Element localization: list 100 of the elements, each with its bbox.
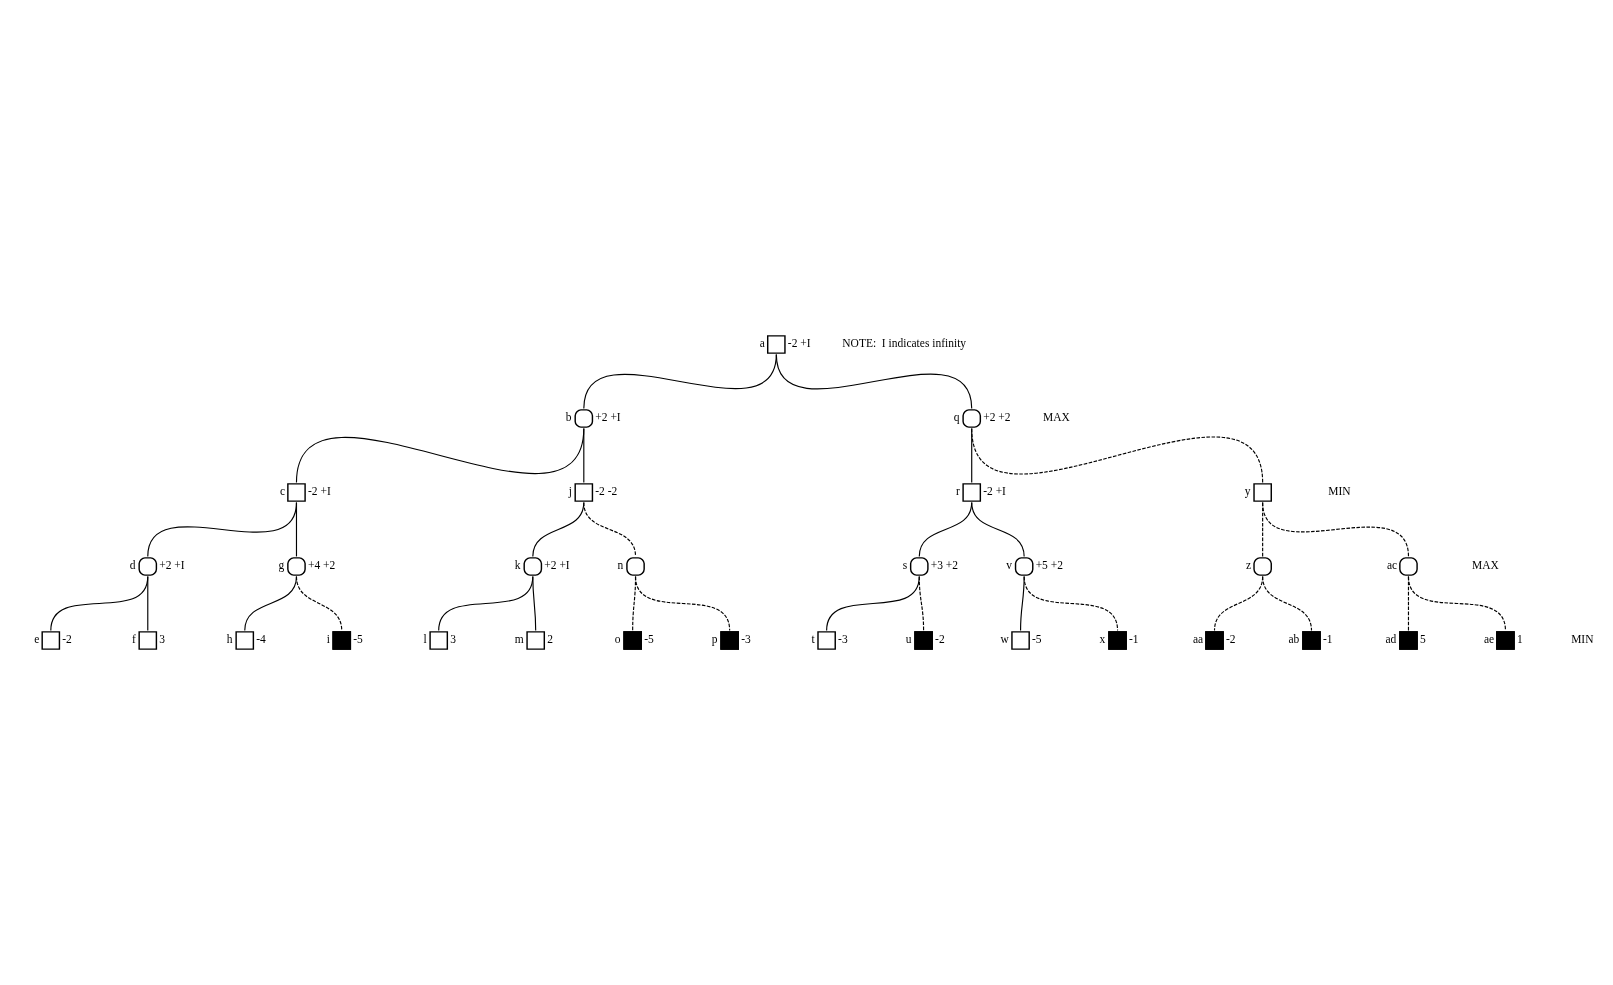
node-label: -3: [838, 633, 848, 646]
node-label: -5: [644, 633, 654, 646]
node-circle: [287, 557, 306, 576]
node-label: h: [226, 633, 233, 646]
node-label: ac: [1386, 559, 1398, 572]
node-label: b: [565, 411, 572, 424]
node-box: [962, 483, 982, 502]
label: MAX: [1043, 411, 1070, 424]
node-label: k: [514, 559, 521, 572]
connector: [532, 575, 537, 631]
node-circle: [574, 409, 594, 428]
connector: [295, 502, 298, 557]
connector: [826, 575, 920, 631]
connector: [1020, 575, 1025, 631]
connector: [583, 502, 637, 557]
node-label: ab: [1288, 633, 1300, 646]
node-label: m: [514, 633, 524, 646]
node-label: w: [1000, 633, 1009, 646]
node-box: [1011, 631, 1030, 650]
node-label: 3: [159, 633, 166, 646]
node-label: +5 +2: [1035, 559, 1063, 572]
node-box: [429, 631, 449, 650]
connector: [1262, 502, 1410, 557]
node-label: -1: [1322, 633, 1333, 646]
node-box: [526, 631, 546, 650]
node-circle: [523, 557, 543, 576]
node-box: [138, 631, 158, 650]
node-label: +2 +2: [983, 411, 1011, 424]
node-box: [767, 335, 786, 354]
connector: [147, 575, 149, 631]
node-label: -4: [256, 633, 266, 646]
node-label: +2 +I: [159, 559, 185, 572]
node-circle: [1253, 557, 1272, 576]
node-label: r: [955, 485, 960, 498]
node-label: -5: [353, 633, 363, 646]
node-label: d: [129, 559, 136, 572]
node-circle: [1014, 557, 1034, 576]
label: MAX: [1471, 559, 1499, 572]
node-circle: [1399, 557, 1418, 576]
label: MIN: [1571, 633, 1594, 646]
node-label: 2: [547, 633, 553, 646]
node-box: [235, 631, 255, 650]
node-label: o: [614, 633, 621, 646]
connector: [634, 575, 731, 631]
node-label: g: [278, 559, 285, 572]
node-label: -2: [62, 633, 72, 646]
node-label: ae: [1483, 633, 1495, 646]
connector: [971, 428, 1264, 483]
connector: [295, 575, 343, 631]
connector: [775, 354, 973, 410]
node-label: p: [711, 633, 718, 646]
node-label: q: [953, 411, 960, 424]
node-label: 5: [1419, 633, 1426, 646]
node-label: -2 +I: [983, 485, 1006, 498]
node-label: s: [902, 559, 908, 572]
label: MIN: [1328, 485, 1351, 498]
node-label: f: [131, 633, 136, 646]
node-label: a: [759, 337, 765, 350]
connector: [583, 428, 585, 483]
node-label: +2 +I: [595, 411, 621, 424]
node-label: ad: [1385, 633, 1397, 646]
node-label: x: [1099, 633, 1106, 646]
node-label: -3: [741, 633, 751, 646]
node-box: [1253, 483, 1272, 502]
node-label: t: [811, 633, 815, 646]
node-label: -2 +I: [307, 485, 331, 498]
node-label: i: [326, 633, 330, 646]
node-label: 1: [1516, 633, 1523, 646]
connector: [918, 575, 925, 631]
node-label: +4 +2: [307, 559, 336, 572]
node-circle: [138, 557, 158, 576]
node-label: -1: [1129, 633, 1139, 646]
connector: [1262, 575, 1313, 631]
connector: [1023, 575, 1119, 631]
node-label: v: [1006, 559, 1012, 572]
node-label: l: [423, 633, 427, 646]
node-label: 3: [450, 633, 456, 646]
connector: [1407, 575, 1507, 631]
node-label: y: [1244, 485, 1251, 498]
node-box: [287, 483, 306, 502]
node-label: -2 -2: [595, 485, 618, 498]
node-box: [574, 483, 594, 502]
node-label: u: [905, 633, 912, 646]
connector: [147, 502, 298, 557]
node-label: -2 +I: [787, 337, 811, 350]
node-box: [817, 631, 836, 650]
node-box: [41, 631, 61, 650]
node-label: aa: [1192, 633, 1204, 646]
node-label: +3 +2: [930, 559, 959, 572]
node-circle: [962, 409, 982, 428]
node-label: c: [279, 485, 286, 498]
node-label: z: [1246, 559, 1252, 572]
node-label: +2 +I: [544, 559, 570, 572]
node-label: e: [34, 633, 40, 646]
node-circle: [909, 557, 929, 576]
label: NOTE: I indicates infinity: [842, 337, 967, 350]
node-circle: [626, 557, 645, 576]
node-label: -2: [1226, 633, 1236, 646]
connector: [295, 428, 585, 483]
node-label: -5: [1032, 633, 1042, 646]
